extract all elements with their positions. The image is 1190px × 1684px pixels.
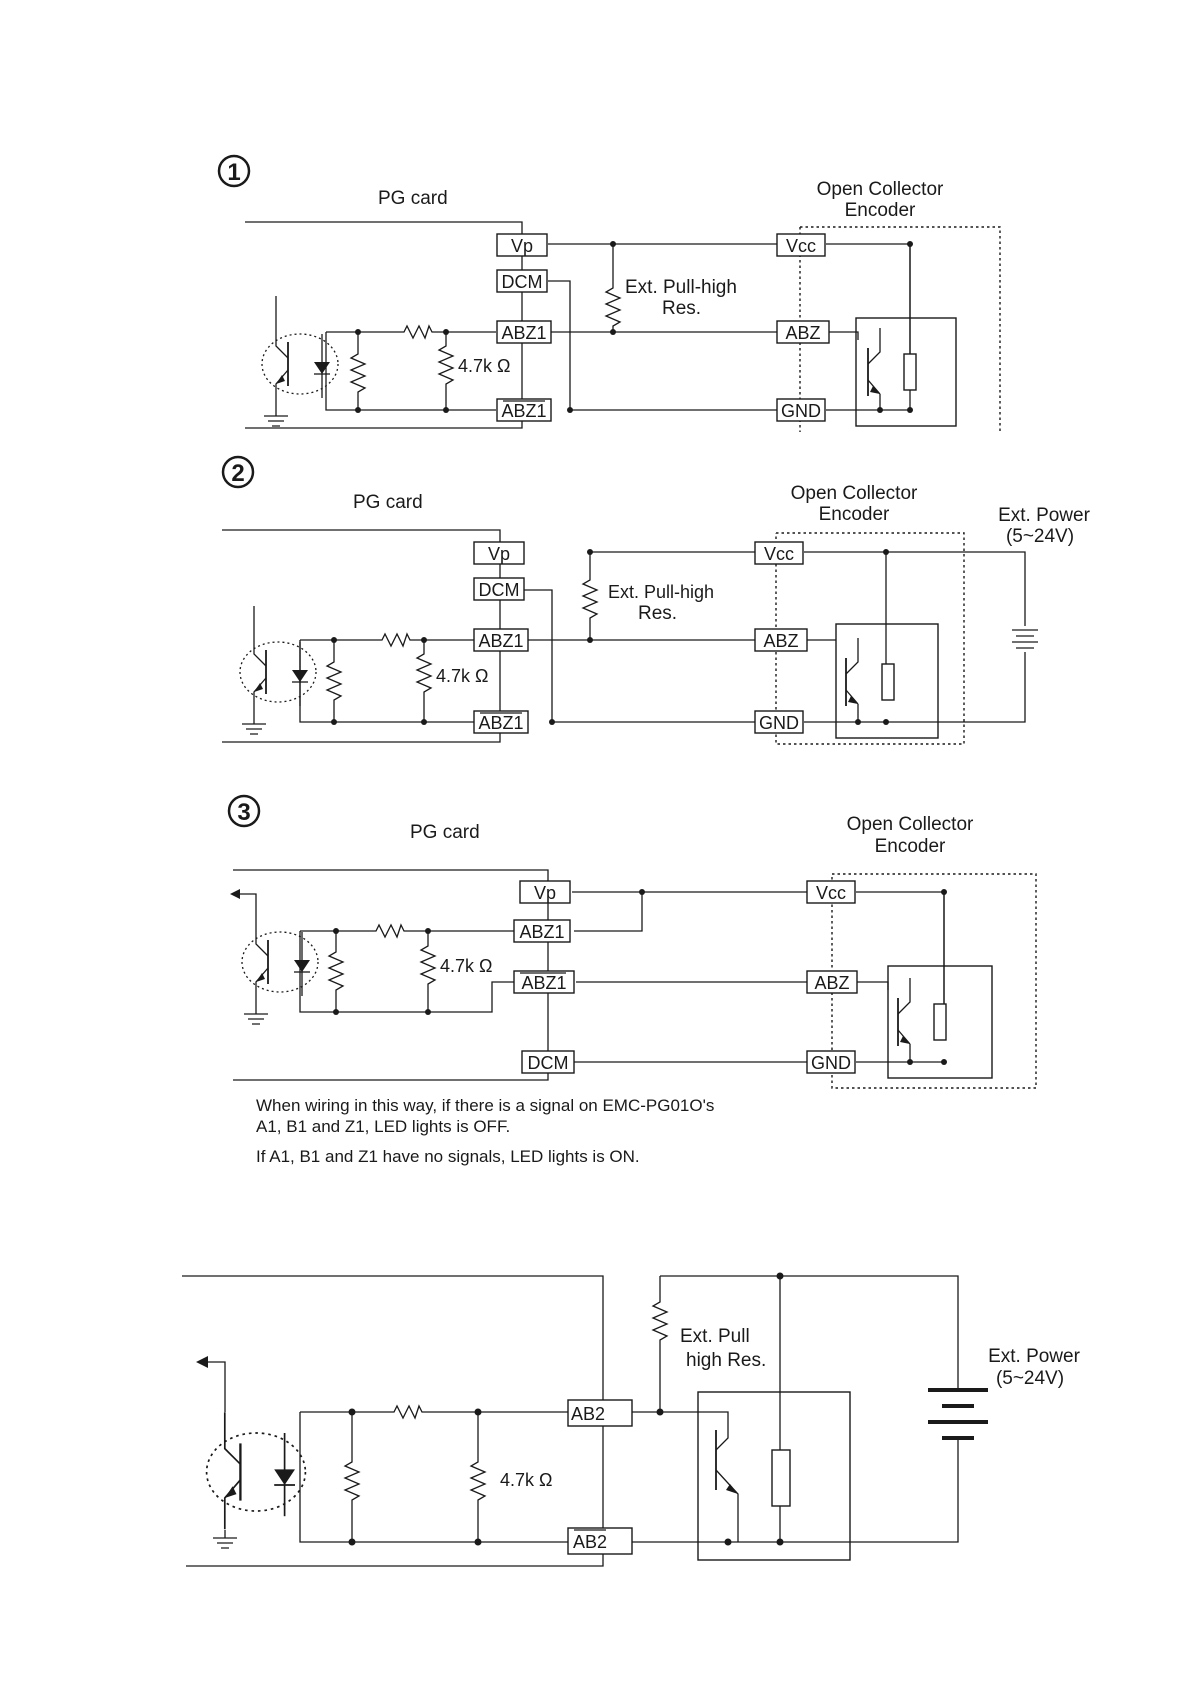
section-2-resistor-label: 4.7k Ω xyxy=(436,666,488,686)
section-3-encoder-label-1: Open Collector xyxy=(847,814,974,835)
section-3-terminal-abz1-bar: ABZ1 xyxy=(521,973,566,993)
section-4-terminal-ab2: AB2 xyxy=(571,1404,605,1424)
section-2-ext-power-range: (5~24V) xyxy=(1006,526,1074,547)
section-1-terminal-dcm: DCM xyxy=(502,272,543,292)
section-3-note-line-3: If A1, B1 and Z1 have no signals, LED li… xyxy=(256,1147,640,1166)
section-3-note-line-1: When wiring in this way, if there is a s… xyxy=(256,1096,714,1115)
section-4-terminal-ab2-bar: AB2 xyxy=(573,1532,607,1552)
section-3-terminal-abz: ABZ xyxy=(814,973,849,993)
section-2-badge xyxy=(221,455,255,489)
section-1-resistor-label: 4.7k Ω xyxy=(458,356,510,376)
section-4-ext-power-label: Ext. Power xyxy=(988,1346,1081,1367)
section-4-ext-power-range: (5~24V) xyxy=(996,1368,1064,1389)
section-2: 2 PG card Open Collector Encoder Ext. Po… xyxy=(221,455,1091,745)
section-2-ext-power-label: Ext. Power xyxy=(998,505,1091,526)
section-2-encoder-label-2: Encoder xyxy=(819,504,890,525)
section-2-pullup-label-1: Ext. Pull-high xyxy=(608,582,714,602)
section-1-pullup-label-2: Res. xyxy=(662,298,701,319)
section-1-badge xyxy=(217,154,251,188)
section-1-encoder-label-2: Encoder xyxy=(845,200,916,221)
section-3-terminal-vp: Vp xyxy=(534,883,556,903)
section-2-terminal-vcc: Vcc xyxy=(764,544,794,564)
section-3-terminal-vcc: Vcc xyxy=(816,883,846,903)
section-2-terminal-vp: Vp xyxy=(488,544,510,564)
section-1-terminal-abz1-bar: ABZ1 xyxy=(501,401,546,421)
section-4-resistor-label: 4.7k Ω xyxy=(500,1470,552,1490)
section-3-terminal-abz1: ABZ1 xyxy=(519,922,564,942)
section-3-terminal-dcm: DCM xyxy=(528,1053,569,1073)
section-1-terminal-vp: Vp xyxy=(511,236,533,256)
section-3-note-line-2: A1, B1 and Z1, LED lights is OFF. xyxy=(256,1117,510,1136)
section-3: 3 PG card Open Collector Encoder xyxy=(227,794,1037,1166)
section-1-terminal-abz: ABZ xyxy=(785,323,820,343)
section-2-terminal-abz1: ABZ1 xyxy=(478,631,523,651)
section-2-encoder-label-1: Open Collector xyxy=(791,483,918,504)
section-2-number: 2 xyxy=(231,460,244,487)
section-1-terminal-vcc: Vcc xyxy=(786,236,816,256)
section-1-encoder-label-1: Open Collector xyxy=(817,179,944,200)
section-2-pullup-label-2: Res. xyxy=(638,603,677,624)
section-2-terminal-abz: ABZ xyxy=(763,631,798,651)
section-1-pg-card-label: PG card xyxy=(378,188,448,209)
section-1-terminal-abz1: ABZ1 xyxy=(501,323,546,343)
section-1-number: 1 xyxy=(227,159,240,186)
section-3-number: 3 xyxy=(237,799,250,826)
section-1-pullup-label-1: Ext. Pull-high xyxy=(625,277,737,298)
section-2-terminal-dcm: DCM xyxy=(479,580,520,600)
section-3-badge xyxy=(227,794,261,828)
section-3-pg-card-label: PG card xyxy=(410,822,480,843)
section-2-pg-card-label: PG card xyxy=(353,492,423,513)
section-1: 1 PG card Open Collector Encoder xyxy=(217,154,1001,432)
section-2-terminal-abz1-bar: ABZ1 xyxy=(478,713,523,733)
section-3-resistor-label: 4.7k Ω xyxy=(440,956,492,976)
section-4-pullup-label-1: Ext. Pull xyxy=(680,1326,750,1347)
section-4: Ext. Power (5~24V) Ext. Pull high Res. 4… xyxy=(182,1272,1081,1567)
section-3-terminal-gnd: GND xyxy=(811,1053,851,1073)
section-1-terminal-gnd: GND xyxy=(781,401,821,421)
section-4-pullup-label-2: high Res. xyxy=(686,1350,766,1371)
section-2-terminal-gnd: GND xyxy=(759,713,799,733)
section-3-encoder-label-2: Encoder xyxy=(875,836,946,857)
